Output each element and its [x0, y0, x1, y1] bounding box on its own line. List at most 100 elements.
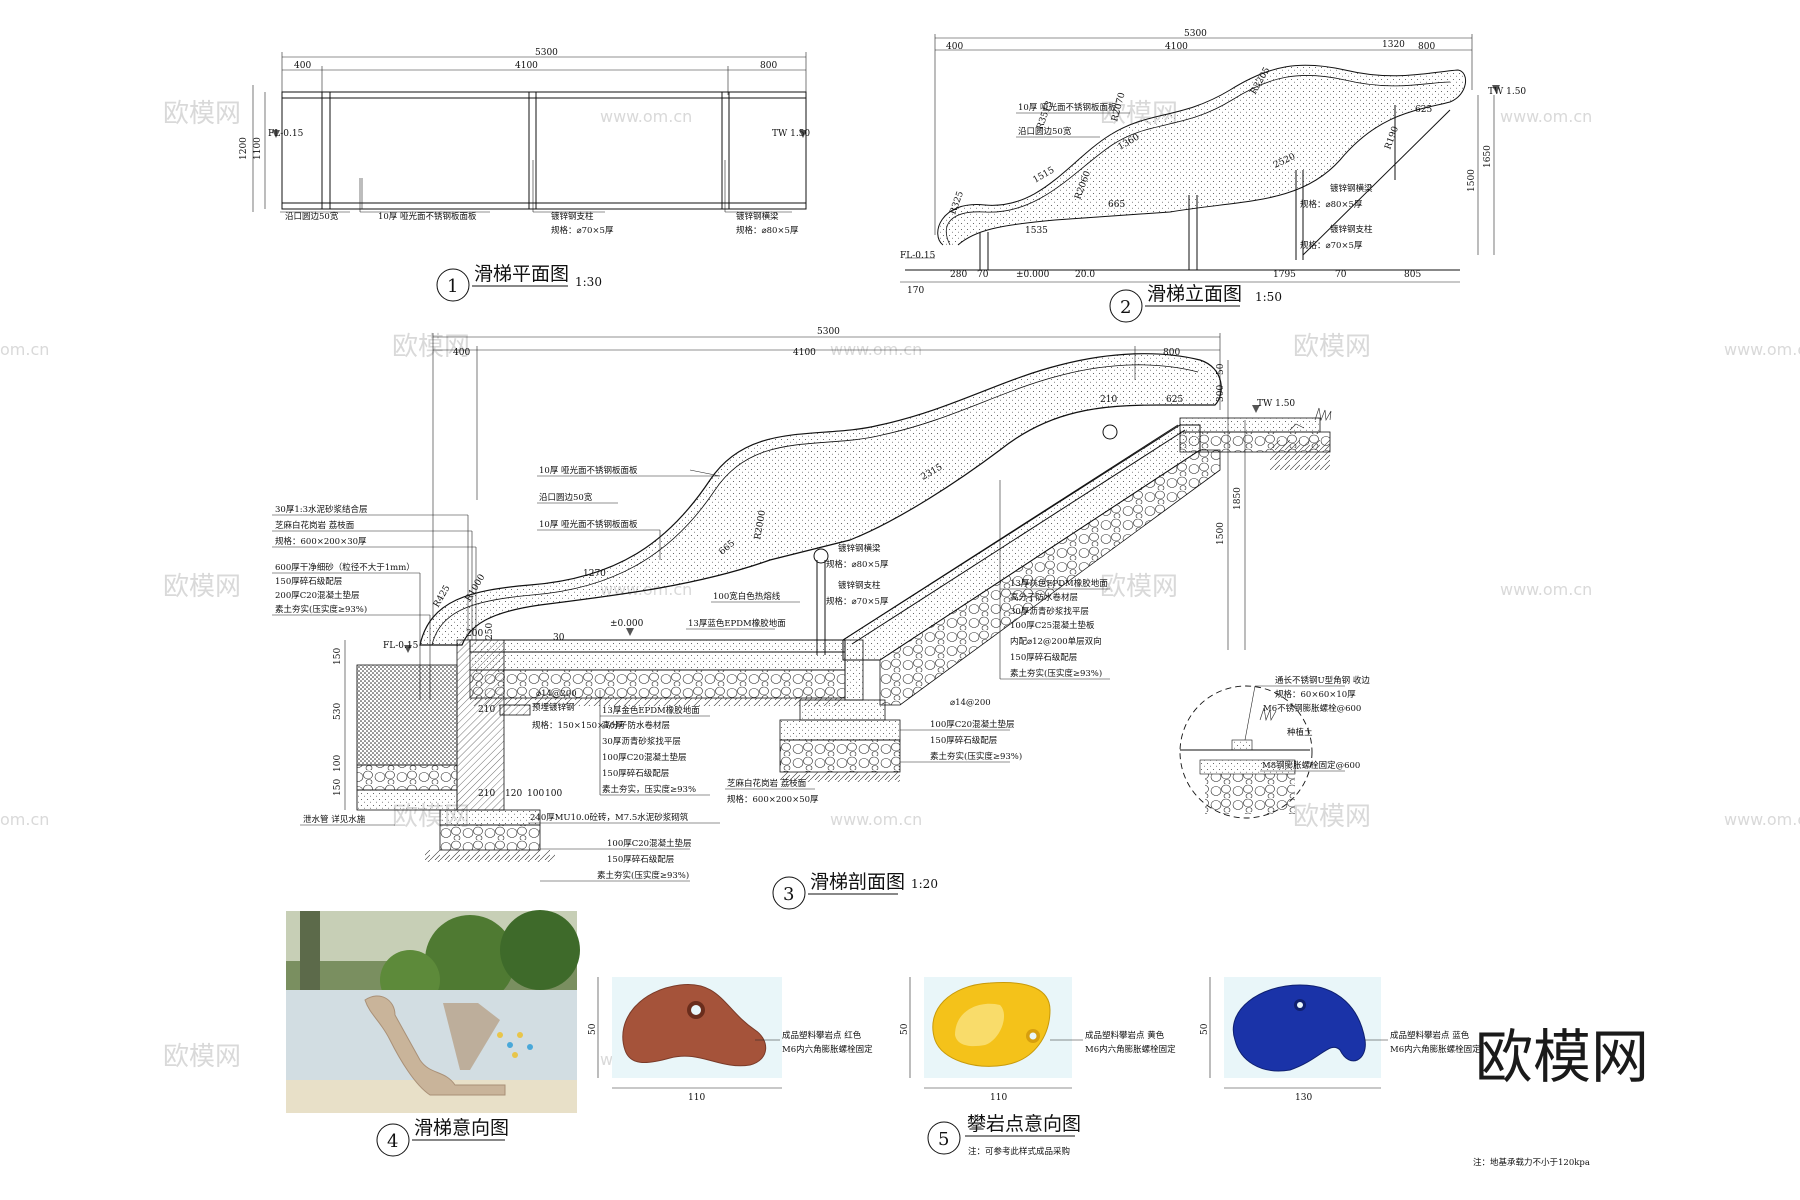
- sec-note-r4: 100厚C25混凝土垫板: [1010, 620, 1095, 631]
- watermark-url: www.om.cn: [830, 340, 922, 359]
- elev-title-num: 2: [1120, 297, 1131, 318]
- hold-red-w: 110: [688, 1093, 705, 1103]
- watermark-cn: 欧模网: [1293, 332, 1371, 362]
- sec-ld-8: 210: [478, 705, 495, 715]
- watermark-cn: 欧模网: [163, 99, 241, 129]
- elev-i-3: 665: [1108, 200, 1125, 210]
- sec-i-5: 625: [1166, 395, 1183, 405]
- hold-yellow-w: 110: [990, 1093, 1007, 1103]
- holds-title: 攀岩点意向图: [967, 1113, 1081, 1135]
- sec-note-b3: 30厚沥青砂浆找平层: [602, 736, 681, 747]
- sec-ld-7: 100: [545, 789, 562, 799]
- elev-dim-2: 4100: [1165, 42, 1188, 52]
- elev-dim-b7: 805: [1404, 270, 1421, 280]
- elev-note-post: 镀锌钢支柱: [1330, 224, 1373, 235]
- sec-level-zero: ±0.000: [610, 619, 644, 629]
- sec-note-l3: 规格：600×200×30厚: [275, 536, 367, 547]
- elev-dim-r1: 1500: [1467, 169, 1477, 192]
- sec-scale: 1:20: [911, 877, 938, 891]
- watermark-url: www.om.cn: [1500, 107, 1592, 126]
- plan-dim-left-1: 1200: [239, 137, 249, 160]
- photo-title-num: 4: [387, 1131, 398, 1152]
- plan-dim-3: 800: [760, 61, 777, 71]
- photo-title-block: 4 滑梯意向图: [376, 1117, 509, 1157]
- sec-dim-r2: 1500: [1216, 522, 1226, 545]
- elev-i-5: 625: [1415, 105, 1432, 115]
- sec-note-f1: 100厚C20混凝土垫层: [930, 719, 1015, 730]
- watermark-layer: 欧模网 www.om.cn 欧模网 www.om.cn om.cn 欧模网 ww…: [0, 99, 1800, 1072]
- holds-title-block: 5 攀岩点意向图 注：可参考此样式成品采购: [927, 1113, 1081, 1157]
- slide-photo: [286, 910, 580, 1113]
- elev-note-beam-spec: 规格：⌀80×5厚: [1300, 199, 1363, 210]
- elev-note-beam: 镀锌钢横梁: [1330, 183, 1373, 194]
- sec-note-f3: 素土夯实(压实度≥93%): [930, 751, 1022, 762]
- sec-note-f2: 150厚碎石级配层: [930, 735, 997, 746]
- hold-blue: 130 50 成品塑料攀岩点 蓝色 M6内六角膨胀螺栓固定: [1200, 977, 1481, 1103]
- plan-note-post-spec: 规格：⌀70×5厚: [551, 225, 614, 236]
- sec-dim-r3: 50: [1216, 363, 1226, 375]
- sec-detail-n5: M8钢膨胀螺栓固定@600: [1262, 760, 1360, 771]
- elev-note-edge: 沿口圆边50宽: [1018, 126, 1072, 137]
- hold-red-h: 50: [588, 1023, 598, 1035]
- hold-blue-label: 成品塑料攀岩点 蓝色: [1390, 1030, 1470, 1041]
- elev-dim-b2: 280: [950, 270, 967, 280]
- sec-dim-3: 800: [1163, 348, 1180, 358]
- sec-note-b2: 高分子防水卷材层: [602, 720, 670, 731]
- watermark-url: www.om.cn: [600, 107, 692, 126]
- sec-dim-r4: 300: [1216, 385, 1226, 402]
- sec-note-l7: 素土夯实(压实度≥93%): [275, 604, 367, 615]
- watermark-cn: 欧模网: [1100, 572, 1178, 602]
- elev-level-left: FL-0.15: [900, 251, 936, 261]
- sec-detail-n2: 规格：60×60×10厚: [1275, 689, 1356, 700]
- sec-level-left: FL-0.15: [383, 641, 419, 651]
- plan-drawing: 5300 400 4100 800 1200 1100 FL-0.15 TW 1…: [239, 48, 810, 302]
- watermark-url: om.cn: [0, 810, 49, 829]
- plan-dim-left-2: 1100: [253, 137, 263, 160]
- sec-title-num: 3: [783, 884, 794, 905]
- sec-note-top2: 沿口圆边50宽: [539, 492, 593, 503]
- plan-title-block: 1 滑梯平面图 1:30: [436, 263, 602, 302]
- sec-notes-left-block: 30厚1:3水泥砂浆结合层 芝麻白花岗岩 荔枝面 规格：600×200×30厚 …: [272, 504, 477, 700]
- elev-note-panel: 10厚 哑光面不锈钢板面板: [1018, 102, 1117, 113]
- sec-note-stone-spec: 规格：600×200×50厚: [727, 794, 819, 805]
- watermark-url: www.om.cn: [830, 810, 922, 829]
- elev-dim-total: 5300: [1184, 29, 1207, 39]
- sec-dim-r1: 1850: [1233, 487, 1243, 510]
- sec-note-l5: 150厚碎石级配层: [275, 576, 342, 587]
- elev-title: 滑梯立面图: [1147, 283, 1242, 305]
- sec-i-1: 1270: [583, 569, 606, 579]
- hold-red: 110 50 成品塑料攀岩点 红色 M6内六角膨胀螺栓固定: [588, 977, 873, 1103]
- sec-note-l6: 200厚C20混凝土垫层: [275, 590, 360, 601]
- hold-yellow-h: 50: [900, 1023, 910, 1035]
- watermark-url: www.om.cn: [1500, 580, 1592, 599]
- sec-note-fl4: 素土夯实(压实度≥93%): [597, 870, 689, 881]
- holds-subnote: 注：可参考此样式成品采购: [968, 1146, 1070, 1157]
- sec-note-r1: 13厚灰色EPDM橡胶地面: [1010, 578, 1108, 589]
- hold-red-label2: M6内六角膨胀螺栓固定: [782, 1044, 873, 1055]
- watermark-cn: 欧模网: [163, 572, 241, 602]
- hold-yellow-label2: M6内六角膨胀螺栓固定: [1085, 1044, 1176, 1055]
- elev-dim-b6: 70: [1335, 270, 1347, 280]
- hold-yellow: 110 50 成品塑料攀岩点 黄色 M6内六角膨胀螺栓固定: [900, 977, 1176, 1103]
- sec-ld-2: 530: [333, 703, 343, 720]
- sec-note-m5: 100宽白色热熔线: [713, 591, 781, 602]
- sec-i-6: 250: [485, 623, 495, 640]
- elev-dim-b5: 1795: [1273, 270, 1296, 280]
- sec-note-r5: 内配⌀12@200单层双向: [1010, 636, 1102, 647]
- elev-r-6: R190: [1383, 125, 1401, 151]
- sec-rebar-right: ⌀14@200: [950, 698, 991, 708]
- sec-note-m6: 13厚蓝色EPDM橡胶地面: [688, 618, 786, 629]
- sec-dim-total: 5300: [817, 327, 840, 337]
- sec-detail-n1: 通长不锈钢U型角钢 收边: [1275, 675, 1370, 686]
- sec-dim-1: 400: [453, 348, 470, 358]
- sec-i-8: 30: [553, 633, 565, 643]
- plan-note-post: 镀锌钢支柱: [551, 211, 594, 222]
- elev-dim-4: 800: [1418, 42, 1435, 52]
- sec-ld-5: 120: [505, 789, 522, 799]
- elev-note-post-spec: 规格：⌀70×5厚: [1300, 240, 1363, 251]
- watermark-cn: 欧模网: [1293, 802, 1371, 832]
- sec-notes-bottom-block: 13厚金色EPDM橡胶地面 高分子防水卷材层 30厚沥青砂浆找平层 100厚C2…: [599, 690, 710, 796]
- sec-i-4: 210: [1100, 395, 1117, 405]
- plan-level-right: TW 1.50: [772, 129, 810, 139]
